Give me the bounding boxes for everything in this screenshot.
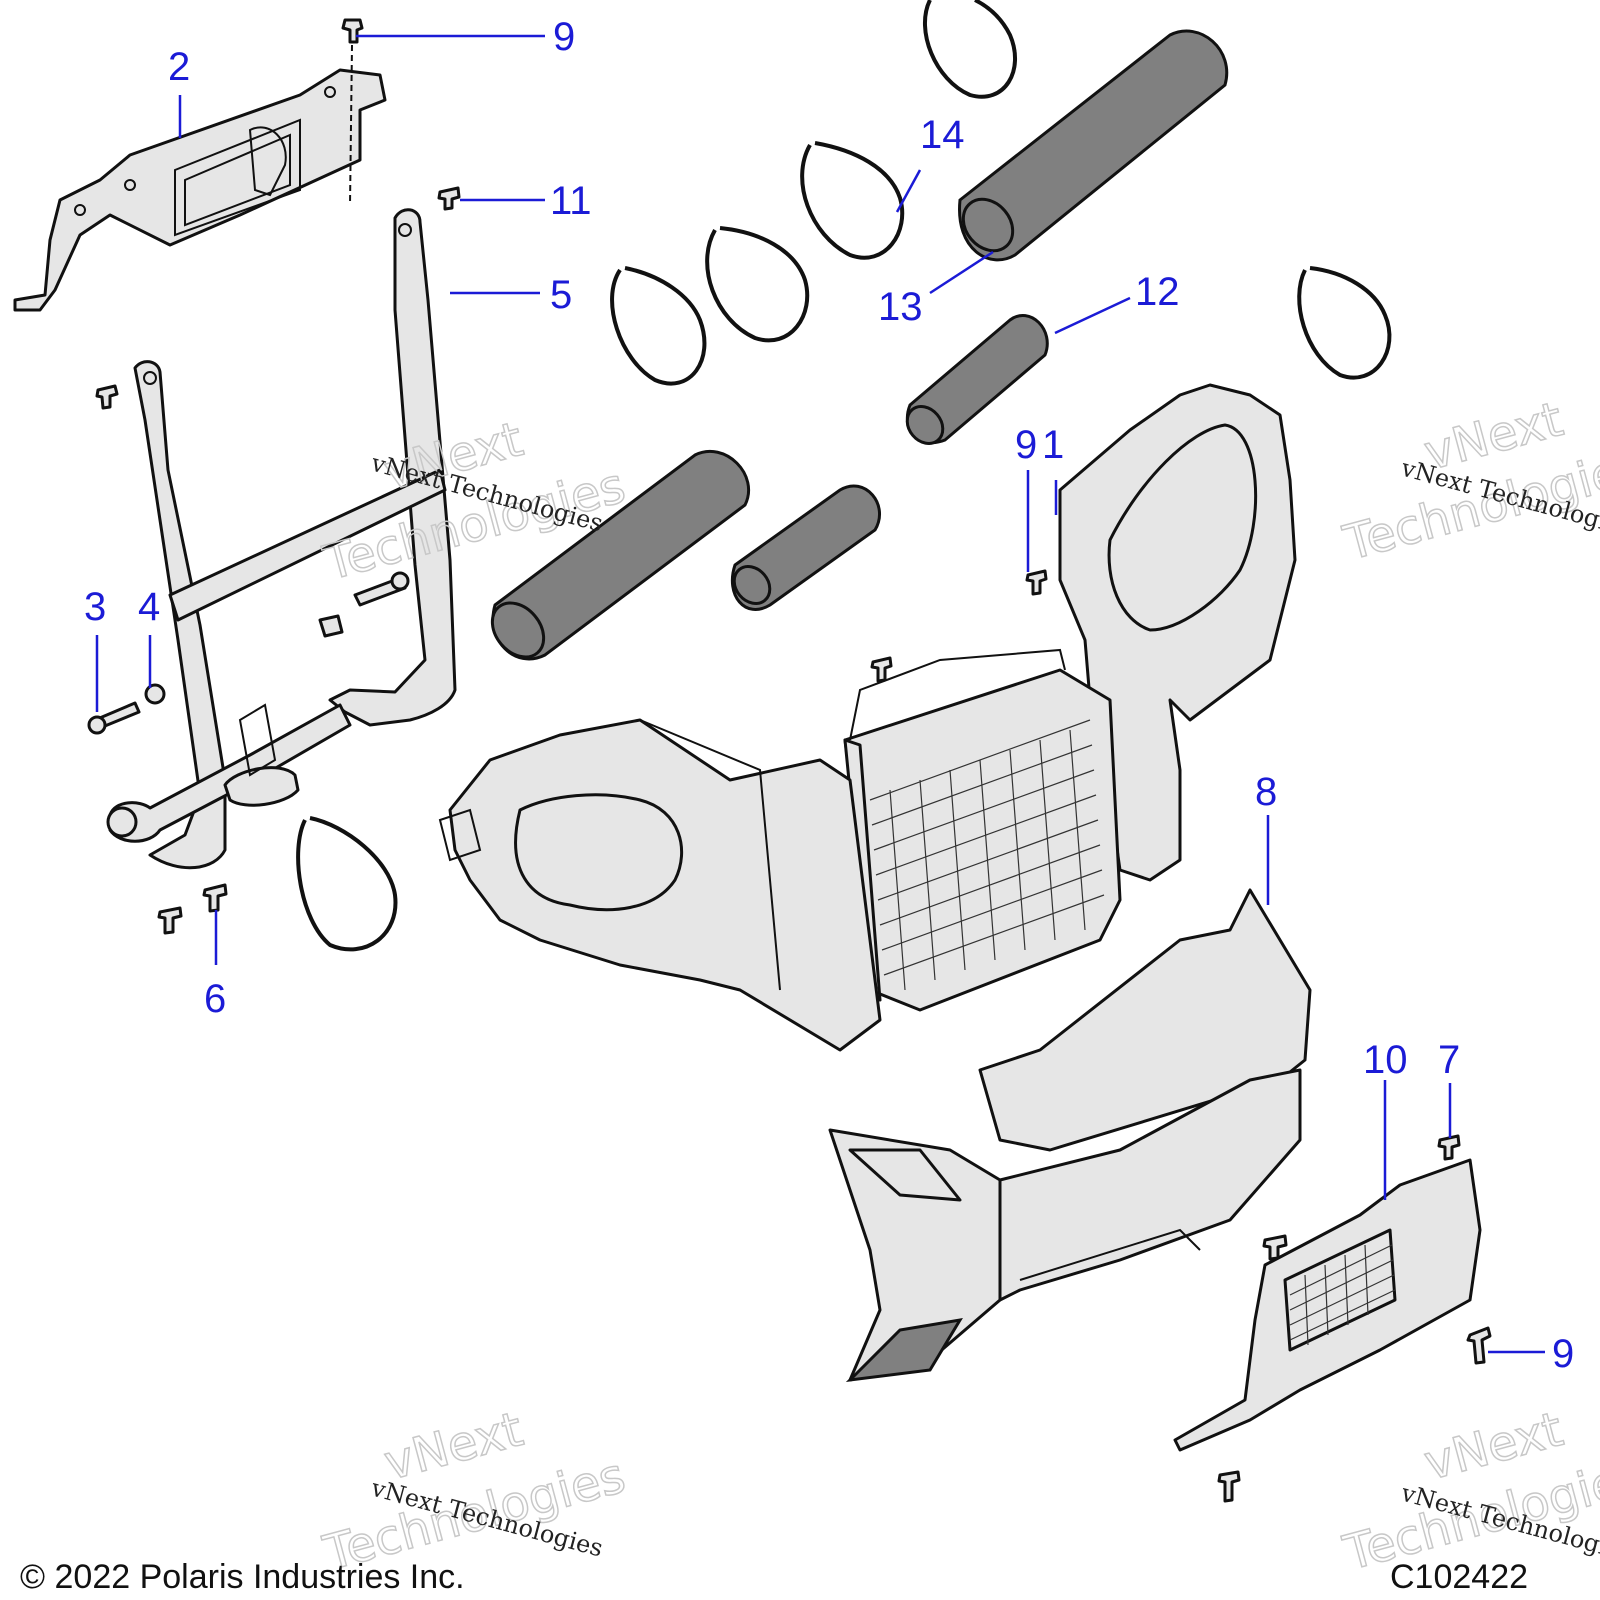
callout-10: 10 — [1363, 1038, 1408, 1082]
callout-8: 8 — [1255, 770, 1277, 814]
callout-2: 2 — [168, 45, 190, 89]
footer: © 2022 Polaris Industries Inc. C102422 — [20, 1558, 1528, 1596]
foam-tubes-parts-12-13 — [490, 29, 1229, 661]
small-grille-mesh — [1289, 1244, 1396, 1346]
front-panel-part-1 — [438, 383, 1297, 1052]
callout-6: 6 — [204, 977, 226, 1021]
callout-1: 1 — [1042, 423, 1064, 467]
callout-13: 13 — [878, 285, 923, 329]
bumper-part-8 — [828, 888, 1312, 1383]
callout-labels: 1 2 3 4 5 6 7 8 9 9 9 10 11 12 13 14 — [84, 15, 1574, 1376]
fasteners-panel — [870, 569, 1048, 683]
callout-9-bottom: 9 — [1552, 1332, 1574, 1376]
cable-tie-loops-part-14 — [296, 0, 1392, 952]
callout-3: 3 — [84, 585, 106, 629]
callout-9-middle: 9 — [1015, 423, 1037, 467]
callout-11: 11 — [550, 179, 592, 223]
callout-9-top: 9 — [553, 15, 575, 59]
grille-panel-part-10 — [1173, 1134, 1492, 1503]
bracket-part-2 — [13, 68, 387, 312]
callout-14: 14 — [920, 113, 965, 157]
callout-4: 4 — [138, 585, 160, 629]
leader-lines — [95, 34, 1545, 1354]
callout-12: 12 — [1135, 270, 1180, 314]
brush-guard-frame-part-5 — [106, 208, 457, 870]
screw-9-top — [341, 18, 364, 206]
callout-5: 5 — [550, 273, 572, 317]
callout-7: 7 — [1438, 1038, 1460, 1082]
grille-mesh — [869, 719, 1105, 991]
fasteners-frame — [87, 186, 461, 935]
figure-code: C102422 — [1390, 1558, 1528, 1596]
copyright-text: © 2022 Polaris Industries Inc. — [20, 1558, 465, 1596]
